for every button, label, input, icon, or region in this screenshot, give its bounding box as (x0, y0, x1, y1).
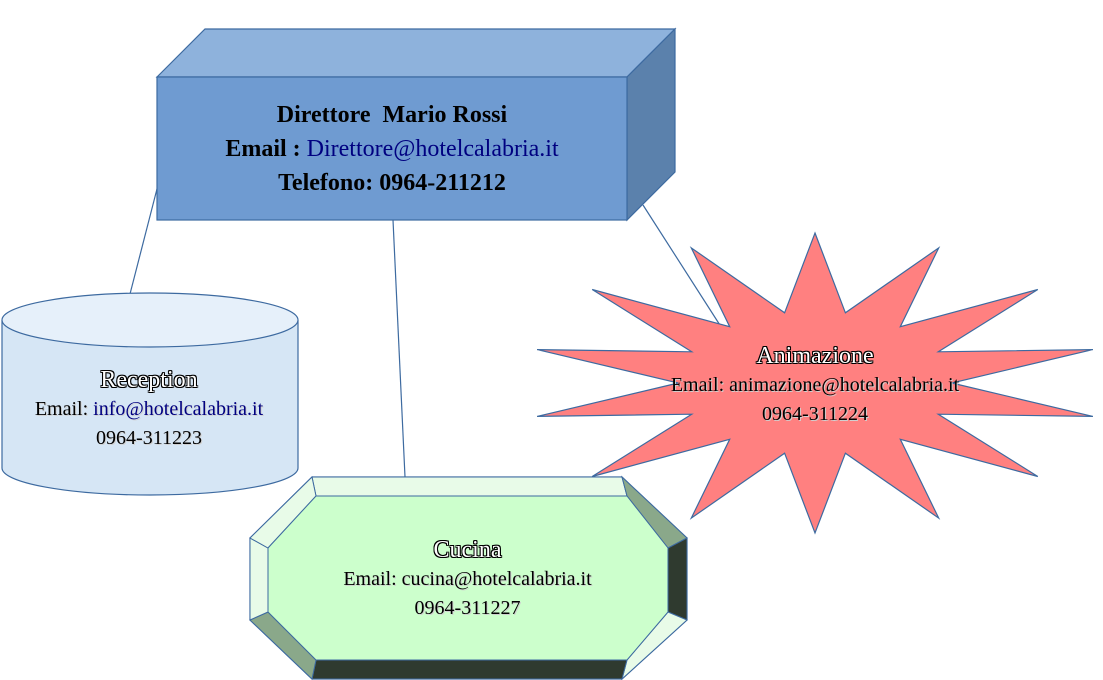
animazione-label: Animazione Email: animazione@hotelcalabr… (560, 342, 1070, 429)
animazione-starburst-shape (536, 231, 1094, 535)
director-email-line: Email : Direttore@hotelcalabria.it (157, 132, 627, 166)
animazione-phone: 0964-311224 (762, 403, 868, 425)
reception-label: Reception Email: info@hotelcalabria.it 0… (0, 366, 298, 453)
reception-email-label: Email: (34, 398, 89, 420)
animazione-email: Email: animazione@hotelcalabria.it (670, 374, 960, 396)
cucina-phone: 0964-311227 (414, 597, 521, 619)
director-email-link[interactable]: Direttore@hotelcalabria.it (306, 136, 559, 162)
cucina-email: Email: cucina@hotelcalabria.it (343, 568, 592, 590)
connector-director-reception (129, 184, 159, 295)
cucina-octagon-shape (249, 475, 688, 680)
director-phone: Telefono: 0964-211212 (278, 170, 506, 196)
reception-cylinder-shape (1, 292, 299, 496)
connector-director-cucina (392, 219, 406, 478)
reception-email-line: Email: info@hotelcalabria.it (0, 395, 298, 424)
cucina-label: Cucina Email: cucina@hotelcalabria.it 09… (250, 536, 685, 623)
connector-director-animazione (642, 204, 726, 334)
animazione-title: Animazione (756, 343, 874, 369)
reception-phone: 0964-311223 (96, 427, 202, 449)
reception-title: Reception (100, 367, 198, 393)
cucina-title: Cucina (433, 537, 502, 563)
director-label: Direttore Mario Rossi Email : Direttore@… (157, 98, 627, 200)
director-email-label: Email : (225, 136, 301, 162)
reception-email-link[interactable]: info@hotelcalabria.it (93, 398, 264, 420)
director-box-shape (155, 27, 677, 222)
director-title: Direttore Mario Rossi (276, 102, 508, 128)
